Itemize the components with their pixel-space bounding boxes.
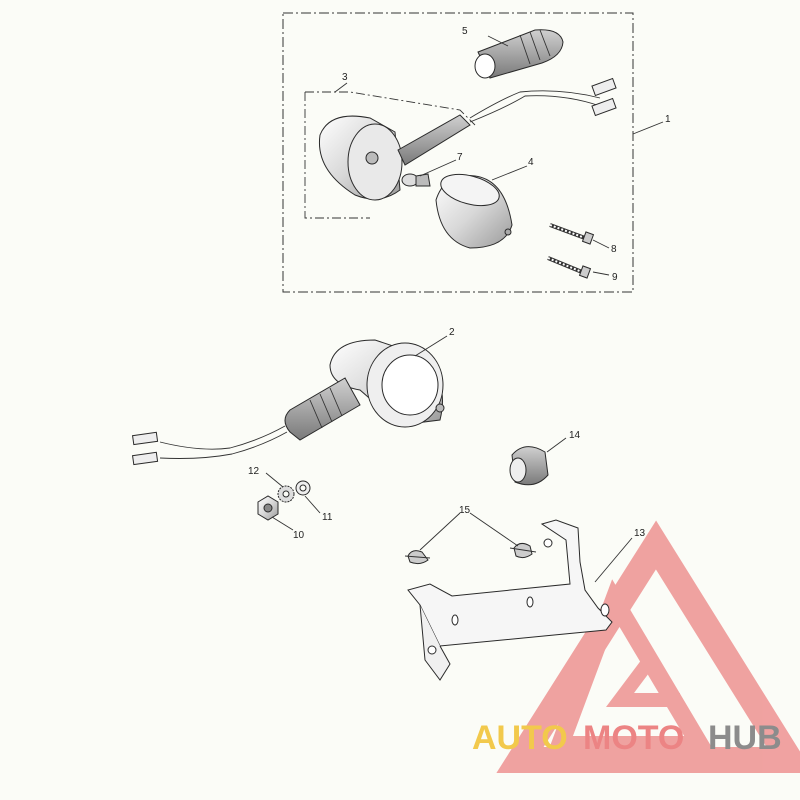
watermark-moto: MOTO bbox=[583, 719, 684, 757]
flat-washer bbox=[295, 480, 311, 496]
watermark-auto: AUTO bbox=[472, 719, 568, 757]
screw-8 bbox=[549, 223, 595, 245]
label-part-7: 7 bbox=[457, 152, 463, 163]
label-part-15: 15 bbox=[459, 505, 471, 516]
label-part-1: 1 bbox=[665, 114, 671, 125]
leader-lines bbox=[265, 35, 664, 583]
watermark-hub: HUB bbox=[708, 719, 782, 757]
connector-b bbox=[591, 97, 617, 117]
rubber-boot bbox=[474, 29, 564, 79]
lock-washer bbox=[277, 485, 295, 503]
logo-triangle-inner bbox=[547, 579, 716, 754]
label-part-14: 14 bbox=[569, 430, 581, 441]
clip-right bbox=[509, 542, 537, 559]
part-labels: 1 2 3 4 5 7 8 9 10 11 12 13 14 15 bbox=[248, 26, 671, 541]
nut bbox=[257, 495, 279, 521]
label-part-8: 8 bbox=[611, 244, 617, 255]
lens bbox=[435, 173, 513, 249]
label-part-2: 2 bbox=[449, 327, 455, 338]
bulb bbox=[401, 173, 431, 187]
connector-c bbox=[131, 431, 159, 446]
label-part-10: 10 bbox=[293, 530, 305, 541]
label-part-9: 9 bbox=[612, 272, 618, 283]
logo-g-stroke bbox=[606, 636, 680, 707]
connector-a bbox=[591, 77, 617, 97]
screw-9 bbox=[547, 256, 592, 279]
mounting-bracket bbox=[407, 519, 613, 681]
label-part-4: 4 bbox=[528, 157, 534, 168]
watermark-text: AUTO MOTO HUB bbox=[472, 719, 782, 757]
spacer-sleeve bbox=[509, 446, 549, 486]
label-part-5: 5 bbox=[462, 26, 468, 37]
watermark-logo bbox=[496, 520, 800, 773]
clip-left bbox=[404, 550, 431, 565]
label-part-12: 12 bbox=[248, 466, 260, 477]
label-part-13: 13 bbox=[634, 528, 646, 539]
label-part-3: 3 bbox=[342, 72, 348, 83]
connector-d bbox=[131, 451, 159, 466]
indicator-housing bbox=[318, 77, 617, 201]
indicator-assembled bbox=[131, 339, 445, 466]
label-part-11: 11 bbox=[322, 512, 333, 523]
kit-box bbox=[282, 12, 634, 293]
housing-bracket-outline bbox=[304, 91, 476, 219]
